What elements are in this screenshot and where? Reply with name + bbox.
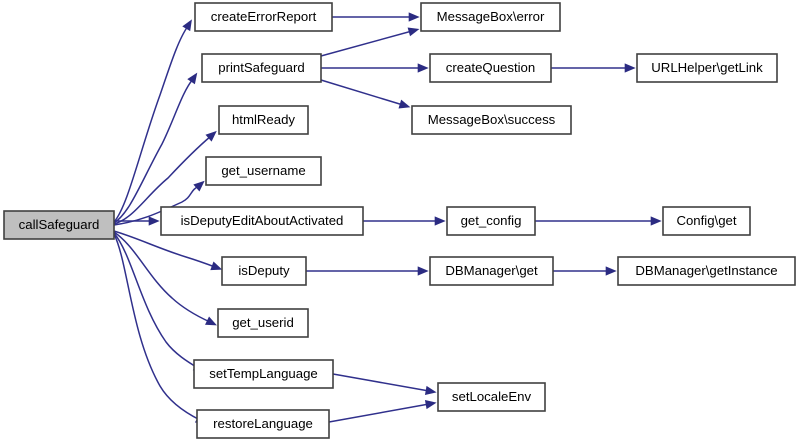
node-label: callSafeguard [19, 217, 100, 232]
graph-node-URLHelperGetLink[interactable]: URLHelper\getLink [636, 53, 778, 83]
edge-callSafeguard-to-createErrorReport [113, 25, 189, 223]
graph-node-printSafeguard[interactable]: printSafeguard [201, 53, 322, 83]
edge-callSafeguard-to-restoreLanguage [113, 233, 201, 421]
edge-callSafeguard-to-printSafeguard [113, 78, 194, 224]
arrowhead-icon [187, 72, 198, 85]
node-box[interactable] [446, 206, 536, 236]
graph-node-createQuestion[interactable]: createQuestion [429, 53, 552, 83]
node-label: MessageBox\error [437, 9, 545, 24]
node-label: htmlReady [232, 112, 295, 127]
arrowhead-icon [193, 180, 205, 192]
graph-node-isDeputyEditAboutActivated[interactable]: isDeputyEditAboutActivated [160, 206, 364, 236]
edges-layer [113, 12, 662, 424]
edge-callSafeguard-to-htmlReady [113, 135, 212, 225]
arrowhead-icon [434, 216, 446, 226]
edge-restoreLanguage-to-setLocaleEnv [328, 403, 430, 423]
node-label: DBManager\getInstance [635, 263, 777, 278]
node-box[interactable] [429, 256, 554, 286]
node-label: isDeputy [238, 263, 290, 278]
graph-node-MessageBoxError[interactable]: MessageBox\error [420, 2, 561, 32]
node-box[interactable] [429, 53, 552, 83]
graph-node-get_config[interactable]: get_config [446, 206, 536, 236]
graph-node-restoreLanguage[interactable]: restoreLanguage [196, 409, 330, 439]
arrowhead-icon [424, 400, 437, 410]
arrowhead-icon [605, 266, 617, 276]
node-box[interactable] [420, 2, 561, 32]
node-label: createErrorReport [211, 9, 317, 24]
node-label: Config\get [676, 213, 736, 228]
graph-node-ConfigGet[interactable]: Config\get [662, 206, 751, 236]
node-box[interactable] [662, 206, 751, 236]
node-box[interactable] [3, 210, 115, 240]
edge-printSafeguard-to-MessageBoxError [320, 30, 413, 57]
node-label: DBManager\get [445, 263, 538, 278]
node-box[interactable] [217, 308, 309, 338]
arrowhead-icon [417, 63, 429, 73]
graph-node-isDeputy[interactable]: isDeputy [221, 256, 307, 286]
node-box[interactable] [218, 105, 309, 135]
arrowhead-icon [398, 99, 411, 109]
node-box[interactable] [221, 256, 307, 286]
node-label: get_userid [232, 315, 294, 330]
edge-printSafeguard-to-MessageBoxSuccess [320, 79, 404, 106]
graph-node-setLocaleEnv[interactable]: setLocaleEnv [437, 382, 546, 412]
arrowhead-icon [205, 130, 217, 142]
arrowhead-icon [417, 266, 429, 276]
graph-node-createErrorReport[interactable]: createErrorReport [194, 2, 333, 32]
graph-node-callSafeguard[interactable]: callSafeguard [3, 210, 115, 240]
graph-node-get_userid[interactable]: get_userid [217, 308, 309, 338]
edge-callSafeguard-to-setTempLanguage [113, 232, 199, 369]
node-box[interactable] [636, 53, 778, 83]
arrowhead-icon [624, 63, 636, 73]
node-box[interactable] [201, 53, 322, 83]
edge-callSafeguard-to-get_userid [113, 231, 211, 323]
node-box[interactable] [411, 105, 572, 135]
graph-node-DBManagerGetInstance[interactable]: DBManager\getInstance [617, 256, 796, 286]
node-label: restoreLanguage [213, 416, 313, 431]
arrowhead-icon [407, 27, 420, 37]
node-label: createQuestion [446, 60, 535, 75]
graph-node-MessageBoxSuccess[interactable]: MessageBox\success [411, 105, 572, 135]
node-label: isDeputyEditAboutActivated [181, 213, 344, 228]
graph-node-setTempLanguage[interactable]: setTempLanguage [193, 359, 334, 389]
arrowhead-icon [148, 216, 160, 226]
node-box[interactable] [205, 156, 322, 186]
node-box[interactable] [617, 256, 796, 286]
node-label: MessageBox\success [428, 112, 556, 127]
edge-setTempLanguage-to-setLocaleEnv [332, 373, 430, 392]
node-box[interactable] [193, 359, 334, 389]
graph-node-htmlReady[interactable]: htmlReady [218, 105, 309, 135]
arrowhead-icon [182, 19, 192, 32]
node-label: setTempLanguage [209, 366, 318, 381]
arrowhead-icon [210, 261, 223, 271]
node-label: printSafeguard [218, 60, 305, 75]
nodes-layer: callSafeguard createErrorReport printSafeg… [3, 2, 796, 439]
node-box[interactable] [194, 2, 333, 32]
arrowhead-icon [650, 216, 662, 226]
node-label: get_username [221, 163, 305, 178]
graph-node-get_username[interactable]: get_username [205, 156, 322, 186]
arrowhead-icon [205, 316, 217, 326]
arrowhead-icon [408, 12, 420, 22]
edge-callSafeguard-to-isDeputy [113, 230, 216, 268]
arrowhead-icon [424, 385, 437, 395]
node-box[interactable] [160, 206, 364, 236]
node-box[interactable] [196, 409, 330, 439]
node-label: get_config [461, 213, 522, 228]
node-box[interactable] [437, 382, 546, 412]
graph-node-DBManagerGet[interactable]: DBManager\get [429, 256, 554, 286]
node-label: URLHelper\getLink [651, 60, 763, 75]
node-label: setLocaleEnv [452, 389, 532, 404]
